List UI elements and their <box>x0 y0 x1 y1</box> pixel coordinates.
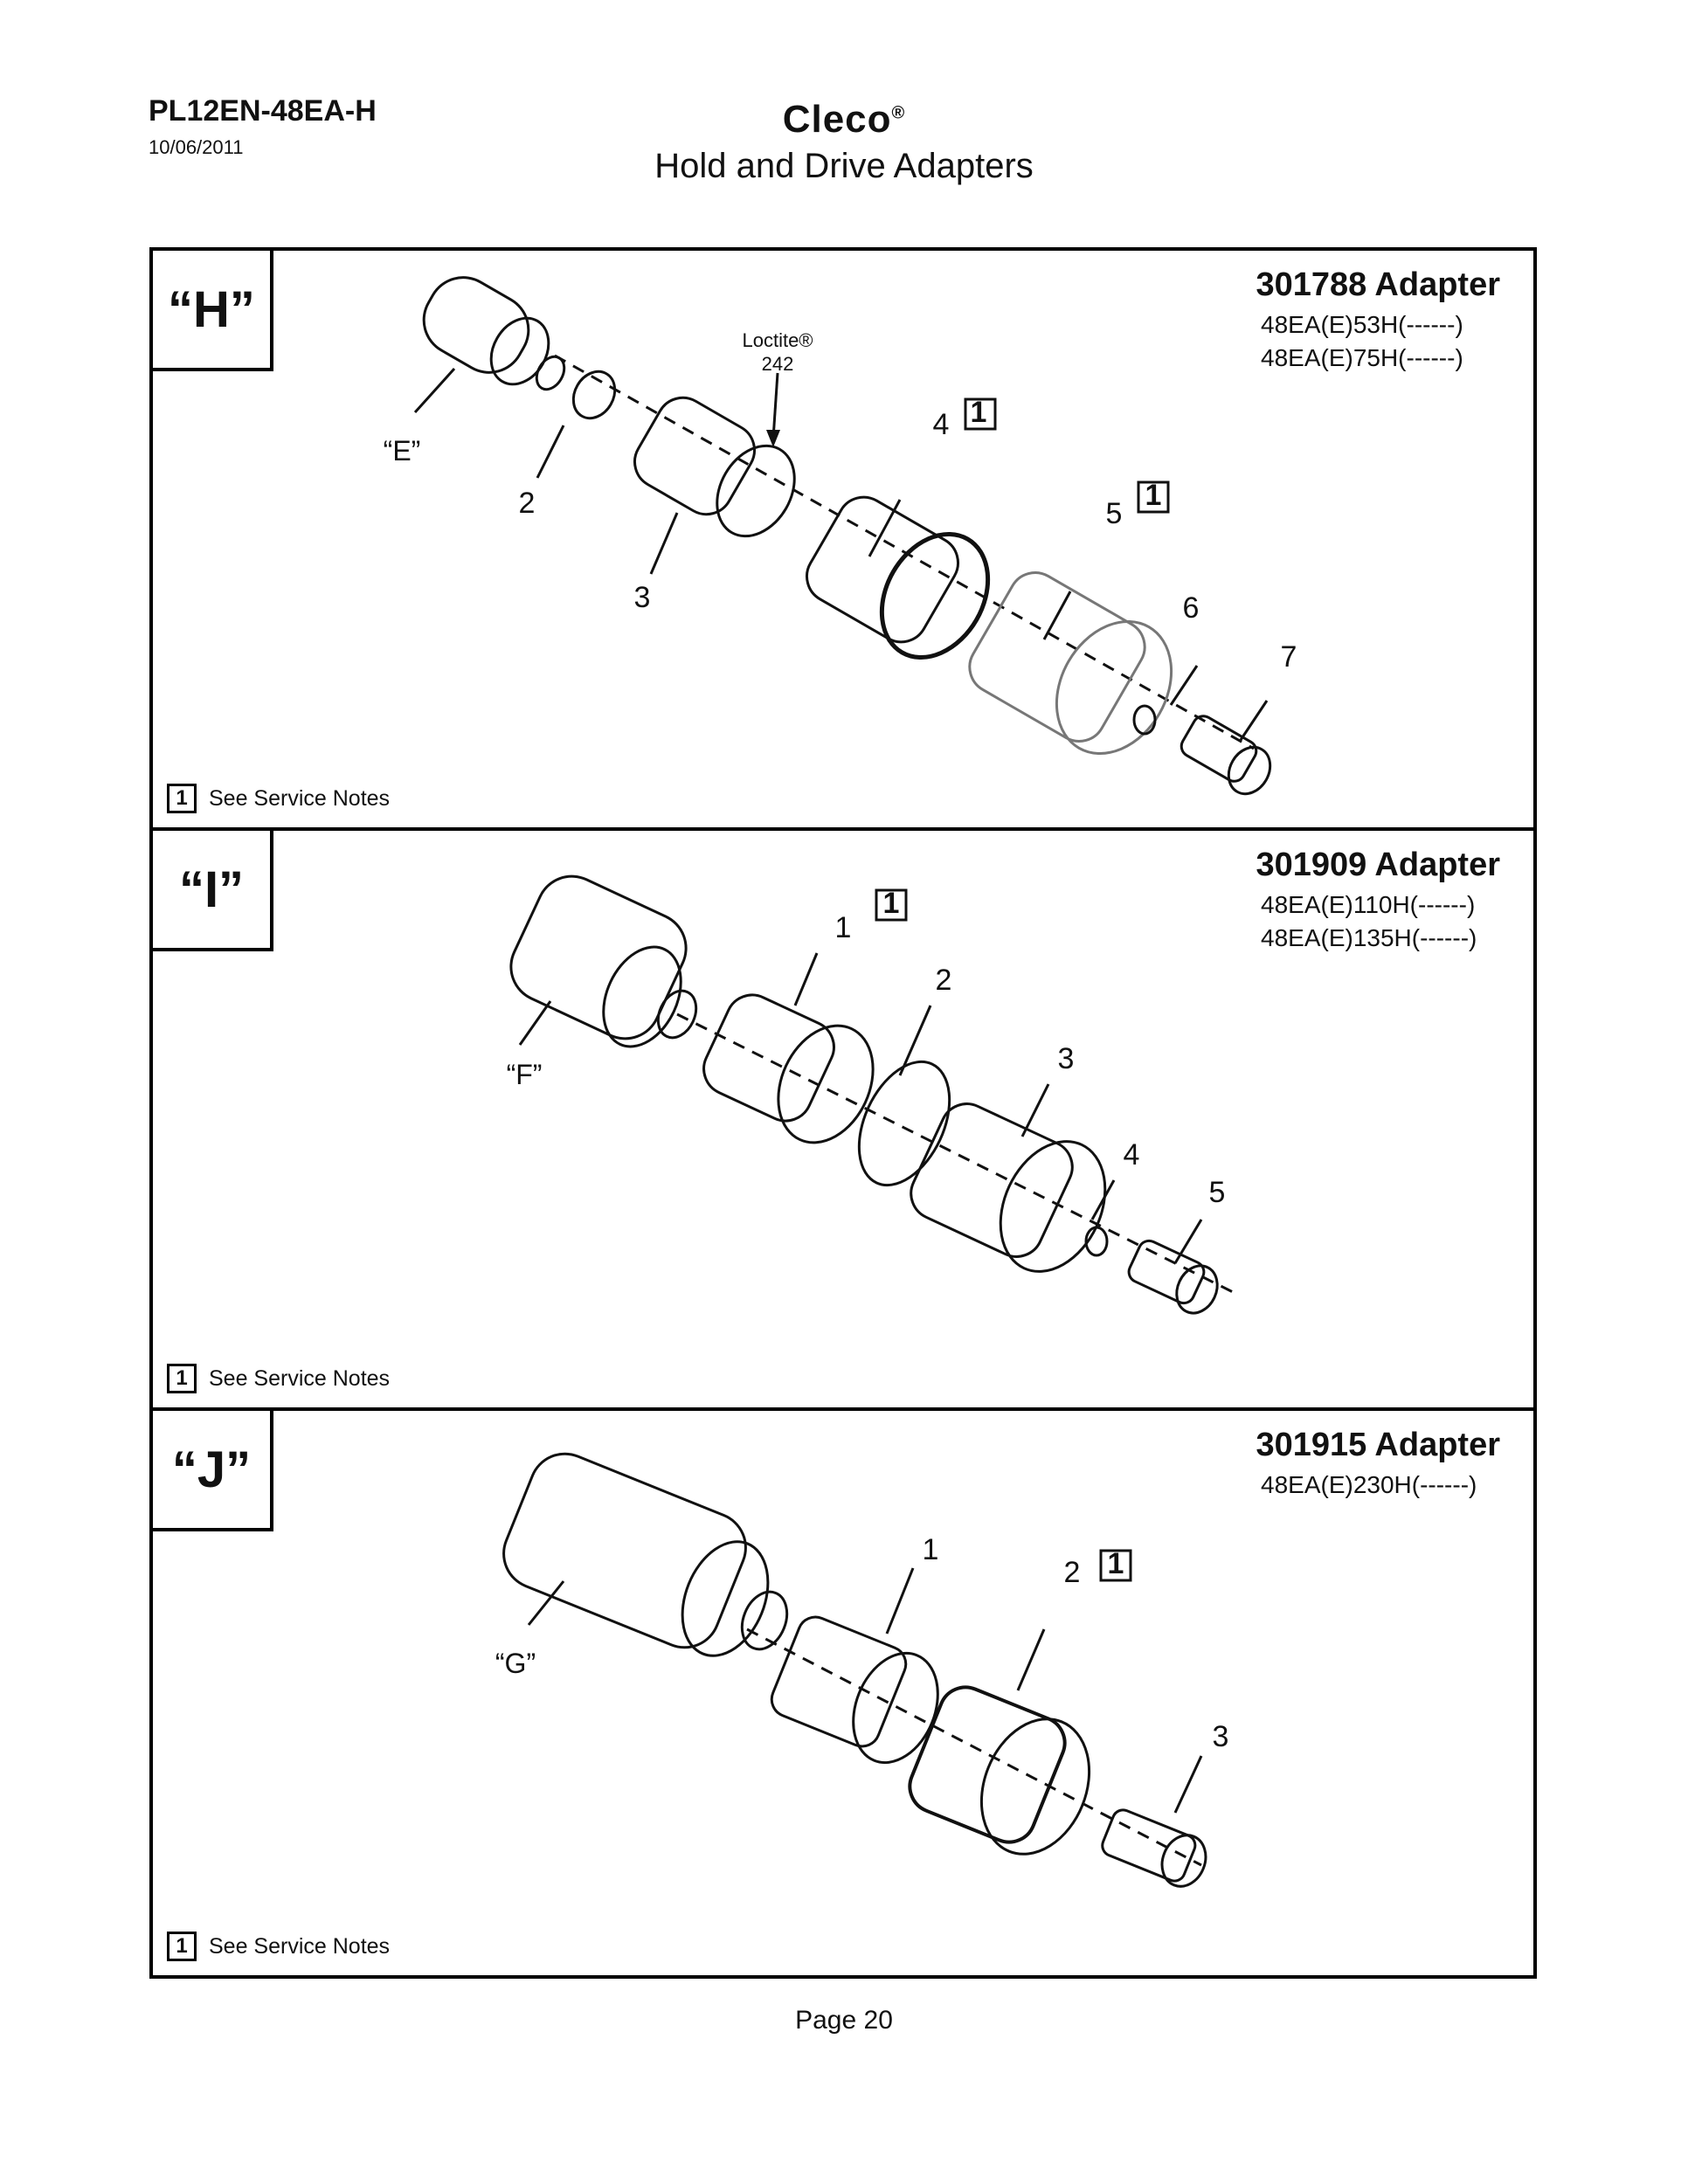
panel-letter: “I” <box>153 831 273 951</box>
part-1-sleeve <box>702 993 875 1144</box>
panel-letter: “H” <box>153 251 273 371</box>
callout-number: 2 <box>519 487 536 520</box>
adapter-title: 301788 Adapter <box>1256 266 1500 303</box>
callout-number: 1 <box>835 911 852 944</box>
model-item: 48EA(E)53H(------) <box>1261 311 1463 338</box>
note-marker-number: 1 <box>883 887 900 920</box>
part-1-sleeve <box>770 1615 939 1765</box>
part-6-o-ring <box>1132 704 1157 736</box>
callout-number: 4 <box>933 408 950 441</box>
page-number: Page 20 <box>795 2006 893 2035</box>
model-item: 48EA(E)230H(------) <box>1261 1471 1477 1498</box>
exploded-view-j: 1 “G” 1 2 3 <box>495 1452 1229 1888</box>
callout-number: 3 <box>634 581 651 614</box>
note-marker <box>964 397 997 431</box>
tool-housing-e <box>422 276 566 391</box>
model-list: 48EA(E)110H(------) 48EA(E)135H(------) <box>1261 888 1477 955</box>
adapter-title: 301915 Adapter <box>1256 1427 1500 1463</box>
note-text: See Service Notes <box>209 1933 391 1959</box>
callout-number: 2 <box>936 964 952 997</box>
brand-name: Cleco <box>782 98 892 141</box>
adapter-title: 301909 Adapter <box>1256 847 1500 883</box>
callout-number: 1 <box>923 1533 939 1566</box>
ref-label: “F” <box>507 1059 543 1090</box>
diagram-frame: “H” 301788 Adapter 48EA(E)53H(------) 48… <box>149 247 1537 1979</box>
note-marker-number: 1 <box>971 396 987 429</box>
note-marker-number: 1 <box>1145 479 1162 512</box>
tool-housing-f <box>509 874 698 1048</box>
part-2-retaining-ring <box>857 1060 951 1187</box>
part-3-sleeve <box>633 396 796 538</box>
model-item: 48EA(E)75H(------) <box>1261 344 1463 371</box>
note-text: See Service Notes <box>209 785 391 811</box>
callout-number: 3 <box>1213 1720 1229 1753</box>
part-3-drive <box>1101 1808 1207 1888</box>
loctite-number: 242 <box>762 353 794 375</box>
ref-label: “E” <box>384 435 421 467</box>
part-3-collar <box>910 1102 1107 1273</box>
tool-housing-g <box>502 1452 789 1657</box>
loctite-label: Loctite® <box>742 329 813 351</box>
exploded-view-i: 1 “F” 1 2 3 4 5 <box>507 874 1237 1315</box>
exploded-view-h: 1 1 “E” Loctite® 242 2 3 4 5 6 7 <box>384 276 1297 796</box>
document-id: PL12EN-48EA-H <box>149 94 377 128</box>
part-7-drive <box>1180 715 1272 796</box>
note-number-box: 1 <box>167 1364 197 1393</box>
callout-number: 5 <box>1106 497 1123 530</box>
callout-number: 6 <box>1183 591 1200 625</box>
model-list: 48EA(E)230H(------) <box>1261 1469 1477 1502</box>
note-marker <box>1137 480 1170 514</box>
model-list: 48EA(E)53H(------) 48EA(E)75H(------) <box>1261 308 1463 375</box>
note-number-box: 1 <box>167 784 197 813</box>
note-marker-number: 1 <box>1108 1547 1124 1580</box>
note-number-box: 1 <box>167 1932 197 1961</box>
panel-j: “J” 301915 Adapter 48EA(E)230H(------) <box>153 1407 1533 1975</box>
note-marker <box>1099 1549 1132 1582</box>
callout-number: 2 <box>1064 1556 1081 1589</box>
page-subtitle: Hold and Drive Adapters <box>654 147 1034 185</box>
part-5-collar <box>968 571 1173 755</box>
callout-number: 3 <box>1058 1042 1075 1075</box>
part-4-o-ring <box>1084 1226 1109 1257</box>
service-note: 1 See Service Notes <box>167 1932 390 1961</box>
panel-i: “I” 301909 Adapter 48EA(E)110H(------) 4… <box>153 827 1533 1407</box>
part-5-drive <box>1127 1239 1219 1315</box>
part-2-nut <box>908 1685 1091 1856</box>
brand-title: Cleco® <box>0 98 1688 142</box>
ref-label: “G” <box>495 1648 536 1679</box>
document-date: 10/06/2011 <box>149 136 244 158</box>
registered-mark: ® <box>891 103 906 123</box>
service-note: 1 See Service Notes <box>167 784 390 813</box>
model-item: 48EA(E)110H(------) <box>1261 891 1476 918</box>
callout-number: 4 <box>1124 1138 1140 1171</box>
part-2-bushing <box>571 370 617 420</box>
callout-number: 5 <box>1209 1176 1226 1209</box>
note-text: See Service Notes <box>209 1365 391 1391</box>
model-item: 48EA(E)135H(------) <box>1261 924 1477 951</box>
note-marker <box>875 888 908 922</box>
panel-h: “H” 301788 Adapter 48EA(E)53H(------) 48… <box>153 251 1533 827</box>
part-4-housing <box>806 495 991 660</box>
callout-number: 7 <box>1281 640 1297 674</box>
panel-letter: “J” <box>153 1411 273 1531</box>
service-note: 1 See Service Notes <box>167 1364 390 1393</box>
